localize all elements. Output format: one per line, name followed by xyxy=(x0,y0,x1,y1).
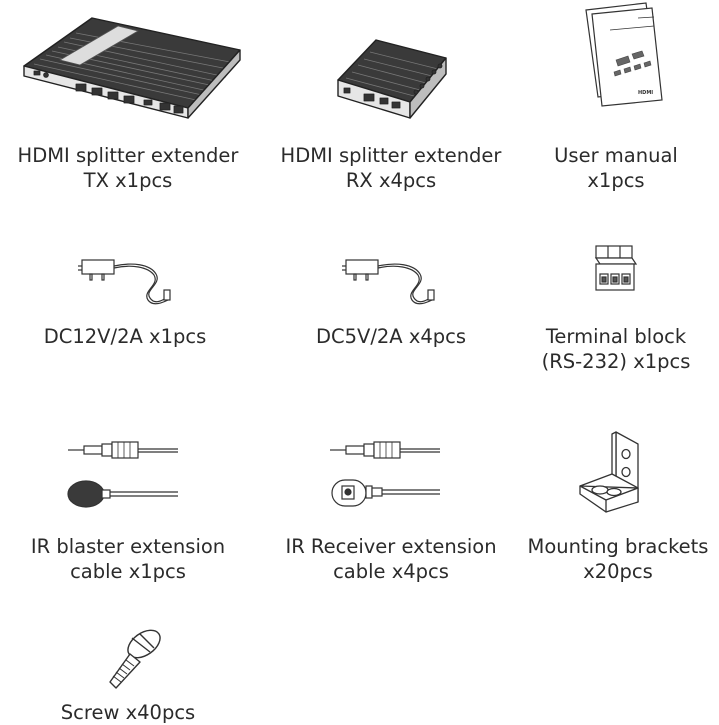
caption-line: DC5V/2A x4pcs xyxy=(315,325,467,348)
caption-line: HDMI splitter extender xyxy=(17,144,239,167)
item-caption-dc12: DC12V/2A x1pcs xyxy=(0,324,250,349)
caption-line: IR Receiver extension xyxy=(285,535,497,558)
item-caption-bracket: Mounting brackets x20pcs xyxy=(520,534,716,584)
item-caption-manual: User manual x1pcs xyxy=(526,143,706,193)
item-caption-rx: HDMI splitter extender RX x4pcs xyxy=(268,143,514,193)
manual-cover-brand: HDMI xyxy=(638,90,653,96)
caption-line: RX x4pcs xyxy=(345,169,437,192)
item-caption-screw: Screw x40pcs xyxy=(0,700,256,725)
caption-line: DC12V/2A x1pcs xyxy=(43,325,207,348)
splitter-transmitter-icon xyxy=(20,14,245,124)
item-caption-dc5: DC5V/2A x4pcs xyxy=(268,324,514,349)
caption-line: IR blaster extension xyxy=(30,535,226,558)
caption-line: (RS-232) x1pcs xyxy=(541,350,691,373)
ir-blaster-cable-icon xyxy=(66,440,182,510)
screw-icon xyxy=(104,626,164,692)
ir-receiver-cable-icon xyxy=(328,440,444,512)
caption-line: cable x1pcs xyxy=(70,560,186,583)
caption-line: cable x4pcs xyxy=(333,560,449,583)
caption-line: TX x1pcs xyxy=(83,169,173,192)
caption-line: Screw x40pcs xyxy=(60,701,196,724)
user-manual-icon: HDMI xyxy=(584,2,664,108)
power-adapter-icon xyxy=(78,252,180,312)
mounting-bracket-icon xyxy=(576,430,656,514)
caption-line: HDMI splitter extender xyxy=(280,144,502,167)
item-caption-irb: IR blaster extension cable x1pcs xyxy=(0,534,256,584)
caption-line: Mounting brackets xyxy=(527,535,709,558)
power-adapter-icon xyxy=(342,252,444,312)
item-caption-irr: IR Receiver extension cable x4pcs xyxy=(268,534,514,584)
caption-line: x20pcs xyxy=(583,560,653,583)
item-caption-tx: HDMI splitter extender TX x1pcs xyxy=(0,143,256,193)
splitter-receiver-icon xyxy=(334,36,449,122)
terminal-block-icon xyxy=(592,244,638,296)
caption-line: x1pcs xyxy=(587,169,645,192)
caption-line: User manual xyxy=(554,144,678,167)
caption-line: Terminal block xyxy=(545,325,687,348)
item-caption-terminal: Terminal block (RS-232) x1pcs xyxy=(526,324,706,374)
